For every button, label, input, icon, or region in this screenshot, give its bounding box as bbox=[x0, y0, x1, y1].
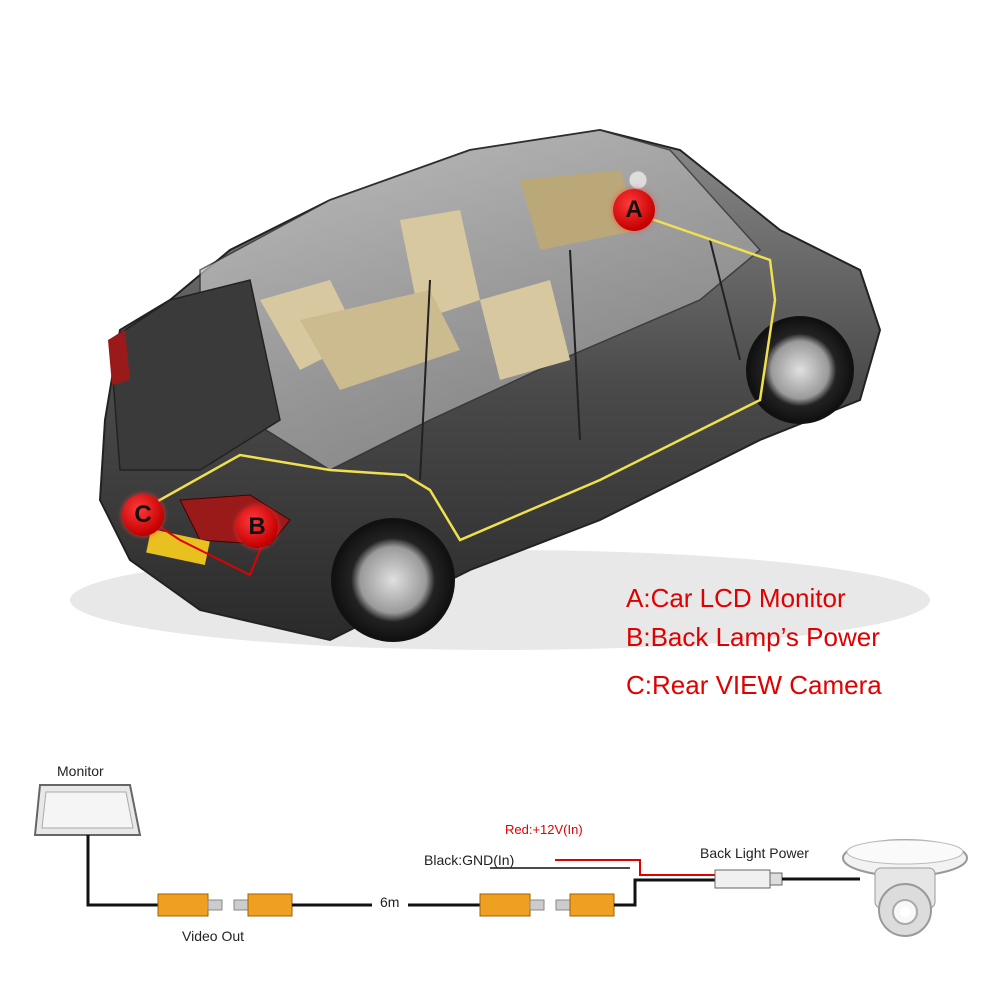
cable-length-label: 6m bbox=[380, 894, 400, 910]
rca-connector-icon bbox=[233, 893, 293, 917]
wiring-diagram bbox=[33, 784, 968, 937]
rear-bench bbox=[300, 290, 460, 390]
monitor-icon bbox=[33, 784, 142, 836]
back-light-power-label: Back Light Power bbox=[700, 845, 809, 861]
marker-a: A bbox=[613, 189, 655, 231]
black-wire-label: Black:GND(In) bbox=[424, 852, 515, 868]
video-out-label: Video Out bbox=[182, 928, 245, 944]
video-cable bbox=[86, 835, 160, 907]
rear-wheel bbox=[331, 518, 455, 642]
rca-connector-icon bbox=[157, 893, 223, 917]
marker-c: C bbox=[122, 494, 164, 536]
rca-connector-icon bbox=[555, 893, 615, 917]
door-lines bbox=[419, 239, 741, 481]
dashboard bbox=[520, 170, 640, 250]
rear-hatch bbox=[109, 279, 281, 471]
legend-car-lcd-monitor: A:Car LCD Monitor bbox=[626, 583, 846, 613]
front-wheel bbox=[746, 316, 854, 424]
red-power-wire bbox=[555, 859, 715, 876]
monitor-mount bbox=[628, 170, 648, 190]
camera-icon bbox=[842, 839, 968, 937]
power-wire-path bbox=[141, 514, 263, 577]
front-seat-right bbox=[480, 280, 570, 380]
ground-wire bbox=[614, 878, 715, 907]
tail-lamp-left bbox=[108, 330, 130, 385]
car-illustration bbox=[70, 128, 930, 650]
camera-wire-path bbox=[141, 213, 777, 542]
license-plate bbox=[146, 529, 210, 565]
power-connector-icon bbox=[714, 869, 783, 889]
monitor-label: Monitor bbox=[57, 763, 104, 779]
rca-connector-icon bbox=[479, 893, 545, 917]
legend-rear-view-camera: C:Rear VIEW Camera bbox=[626, 670, 882, 700]
legend-back-lamp-power: B:Back Lamp’s Power bbox=[626, 622, 880, 652]
marker-b: B bbox=[236, 506, 278, 548]
red-wire-label: Red:+12V(In) bbox=[505, 822, 583, 837]
